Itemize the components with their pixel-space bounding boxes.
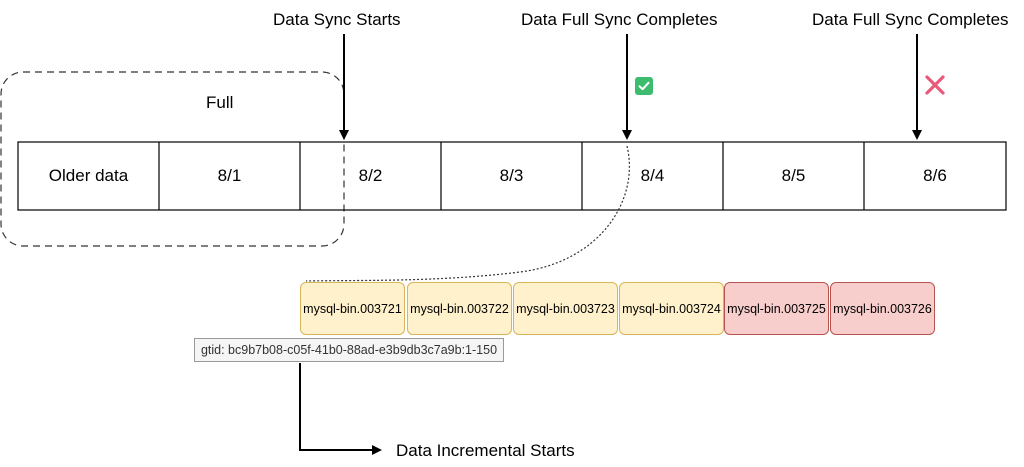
- timeline-cell-8-5: 8/5: [781, 166, 806, 185]
- full-region-label: Full: [206, 93, 234, 112]
- timeline-cell-8-4: 8/4: [640, 166, 665, 185]
- binlog-file-003725: mysql-bin.003725: [724, 282, 829, 335]
- timeline-cell-8-2: 8/2: [358, 166, 383, 185]
- timeline-cell-8-3: 8/3: [499, 166, 524, 185]
- binlog-file-003723: mysql-bin.003723: [513, 282, 618, 335]
- incremental-starts-label: Data Incremental Starts: [396, 441, 575, 460]
- sync-starts-label: Data Sync Starts: [273, 10, 401, 29]
- full-region-outline: [0, 71, 345, 247]
- incremental-starts-arrow: [299, 363, 382, 455]
- full-sync-completes-label-1: Data Full Sync Completes: [521, 10, 718, 29]
- binlog-file-003721: mysql-bin.003721: [300, 282, 405, 335]
- binlog-file-003724: mysql-bin.003724: [619, 282, 724, 335]
- timeline-cell-8-1: 8/1: [217, 166, 242, 185]
- check-icon: [635, 77, 653, 95]
- timeline-border: [17, 141, 1007, 211]
- full-sync-completes-label-2: Data Full Sync Completes: [812, 10, 1009, 29]
- binlog-file-003722: mysql-bin.003722: [407, 282, 512, 335]
- gtid-label: gtid: bc9b7b08-c05f-41b0-88ad-e3b9db3c7a…: [194, 338, 504, 362]
- binlog-file-003726: mysql-bin.003726: [830, 282, 935, 335]
- timeline-cell-older: Older data: [48, 166, 129, 185]
- timeline-cell-8-6: 8/6: [923, 166, 947, 185]
- cross-icon: [925, 75, 945, 95]
